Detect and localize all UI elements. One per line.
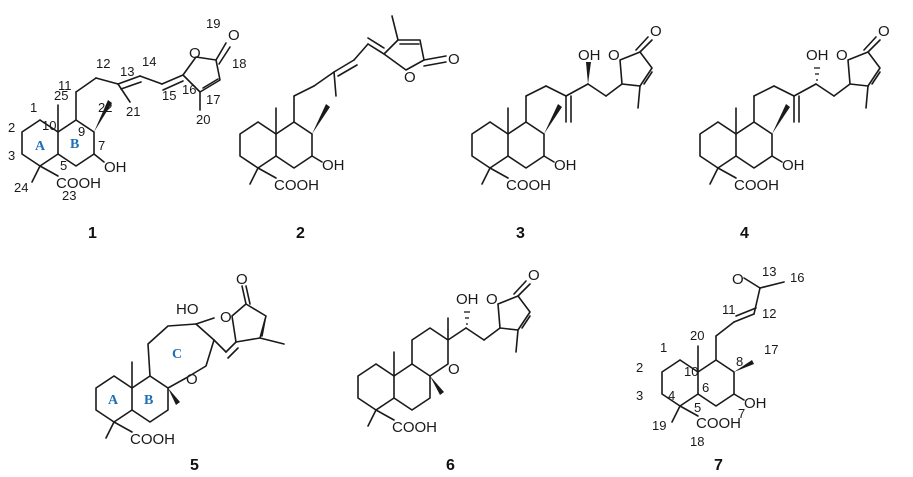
c7-num-17: 17 (764, 342, 778, 357)
c3-cooh: COOH (506, 177, 551, 194)
c1-num-3: 3 (8, 148, 15, 163)
c1-cooh: COOH (56, 175, 101, 192)
c4-cooh: COOH (734, 177, 779, 194)
compound-3-label: 3 (516, 225, 525, 242)
c3-oh: OH (554, 157, 577, 174)
c1-num-1: 1 (30, 100, 37, 115)
compound-2-structure (239, 15, 447, 185)
c3-side-oh: OH (578, 47, 601, 64)
c1-carbonyl-o: O (228, 27, 240, 44)
c7-ketone-o: O (732, 271, 744, 288)
c7-num-20: 20 (690, 328, 704, 343)
c1-num-13: 13 (120, 64, 134, 79)
c1-num-20: 20 (196, 112, 210, 127)
c4-side-oh: OH (806, 47, 829, 64)
c1-oh: OH (104, 159, 127, 176)
c7-num-5: 5 (694, 400, 701, 415)
c1-num-15: 15 (162, 88, 176, 103)
c3-ring-o: O (608, 47, 620, 64)
c7-num-4: 4 (668, 388, 675, 403)
c1-ring-b-label: B (70, 137, 79, 152)
c7-num-18: 18 (690, 434, 704, 449)
compound-5-structure (95, 285, 285, 439)
compound-6-label: 6 (446, 457, 455, 474)
compound-4-structure (699, 36, 881, 185)
c7-num-16: 16 (790, 270, 804, 285)
c7-num-8: 8 (736, 354, 743, 369)
c4-carbonyl-o: O (878, 23, 890, 40)
c1-num-21: 21 (126, 104, 140, 119)
c2-carbonyl-o: O (448, 51, 460, 68)
c1-num-11: 11 (58, 78, 72, 93)
c1-num-14: 14 (142, 54, 156, 69)
c1-num-12: 12 (96, 56, 110, 71)
c1-num-5: 5 (60, 158, 67, 173)
c2-oh: OH (322, 157, 345, 174)
c6-side-oh: OH (456, 291, 479, 308)
compound-6-structure (357, 280, 531, 427)
c5-ring-c-label: C (172, 347, 182, 362)
c5-ring-o: O (220, 309, 232, 326)
c1-num-10: 10 (42, 118, 56, 133)
c5-carbonyl-o: O (236, 271, 248, 288)
c1-num-9: 9 (78, 124, 85, 139)
c7-num-11: 11 (722, 302, 736, 317)
compound-5-label: 5 (190, 457, 199, 474)
c1-num-24: 24 (14, 180, 28, 195)
c6-ether-o: O (448, 361, 460, 378)
c1-num-17: 17 (206, 92, 220, 107)
compound-3-structure (471, 36, 653, 185)
c1-num-22: 22 (98, 100, 112, 115)
compound-1-label: 1 (88, 225, 97, 242)
c1-num-18: 18 (232, 56, 246, 71)
c1-num-19: 19 (206, 16, 220, 31)
c2-cooh: COOH (274, 177, 319, 194)
c1-ring-o: O (189, 45, 201, 62)
c6-carbonyl-o: O (528, 267, 540, 284)
c5-ho: HO (176, 301, 199, 318)
c4-ring-o: O (836, 47, 848, 64)
c5-cooh: COOH (130, 431, 175, 448)
c5-ring-b-label: B (144, 393, 153, 408)
c1-ring-a-label: A (35, 139, 46, 154)
compound-7-label: 7 (714, 457, 723, 474)
c7-num-6: 6 (702, 380, 709, 395)
c7-num-13: 13 (762, 264, 776, 279)
c7-num-3: 3 (636, 388, 643, 403)
c4-oh: OH (782, 157, 805, 174)
c1-num-25: 25 (54, 88, 68, 103)
compound-7-structure (661, 277, 785, 423)
c5-ether-o: O (186, 371, 198, 388)
c7-oh: OH (744, 395, 767, 412)
c7-num-10: 10 (684, 364, 698, 379)
c7-num-1: 1 (660, 340, 667, 355)
c2-ring-o: O (404, 69, 416, 86)
c1-num-2: 2 (8, 120, 15, 135)
c1-num-7: 7 (98, 138, 105, 153)
c3-carbonyl-o: O (650, 23, 662, 40)
c7-cooh: COOH (696, 415, 741, 432)
c1-num-23: 23 (62, 188, 76, 203)
c7-num-12: 12 (762, 306, 776, 321)
c7-num-19: 19 (652, 418, 666, 433)
c6-ring-o: O (486, 291, 498, 308)
c5-ring-a-label: A (108, 393, 119, 408)
compound-1-structure (21, 42, 231, 183)
compound-4-label: 4 (740, 225, 749, 242)
c7-num-2: 2 (636, 360, 643, 375)
c6-cooh: COOH (392, 419, 437, 436)
c7-num-7: 7 (738, 406, 745, 421)
c1-num-16: 16 (182, 82, 196, 97)
compound-2-label: 2 (296, 225, 305, 242)
